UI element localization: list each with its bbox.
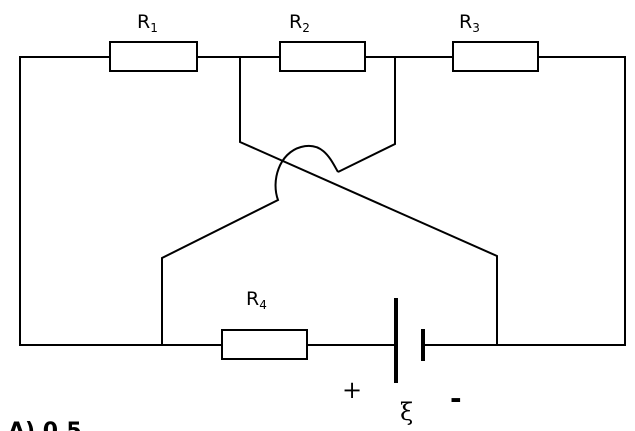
cut-off-answer-text: A) 0,5 [8,419,82,431]
resistor-r1 [109,41,198,72]
resistor-r4 [221,329,308,360]
label-r3: R3 [459,11,480,35]
label-r2: R2 [289,11,310,35]
wire-cross-left-branch [161,144,339,345]
label-r1: R1 [137,11,158,35]
resistor-r2 [279,41,366,72]
wire-r2-right-node-branch [337,57,396,173]
wire-top-left [19,56,222,346]
label-r4: R4 [246,288,267,312]
wire-cross-right-branch [239,57,498,345]
battery-minus-sign: - [450,382,462,415]
wire-top-right [423,56,626,346]
emf-symbol: ξ [400,398,413,426]
resistor-r3 [452,41,539,72]
battery-plus-sign: + [342,376,362,404]
